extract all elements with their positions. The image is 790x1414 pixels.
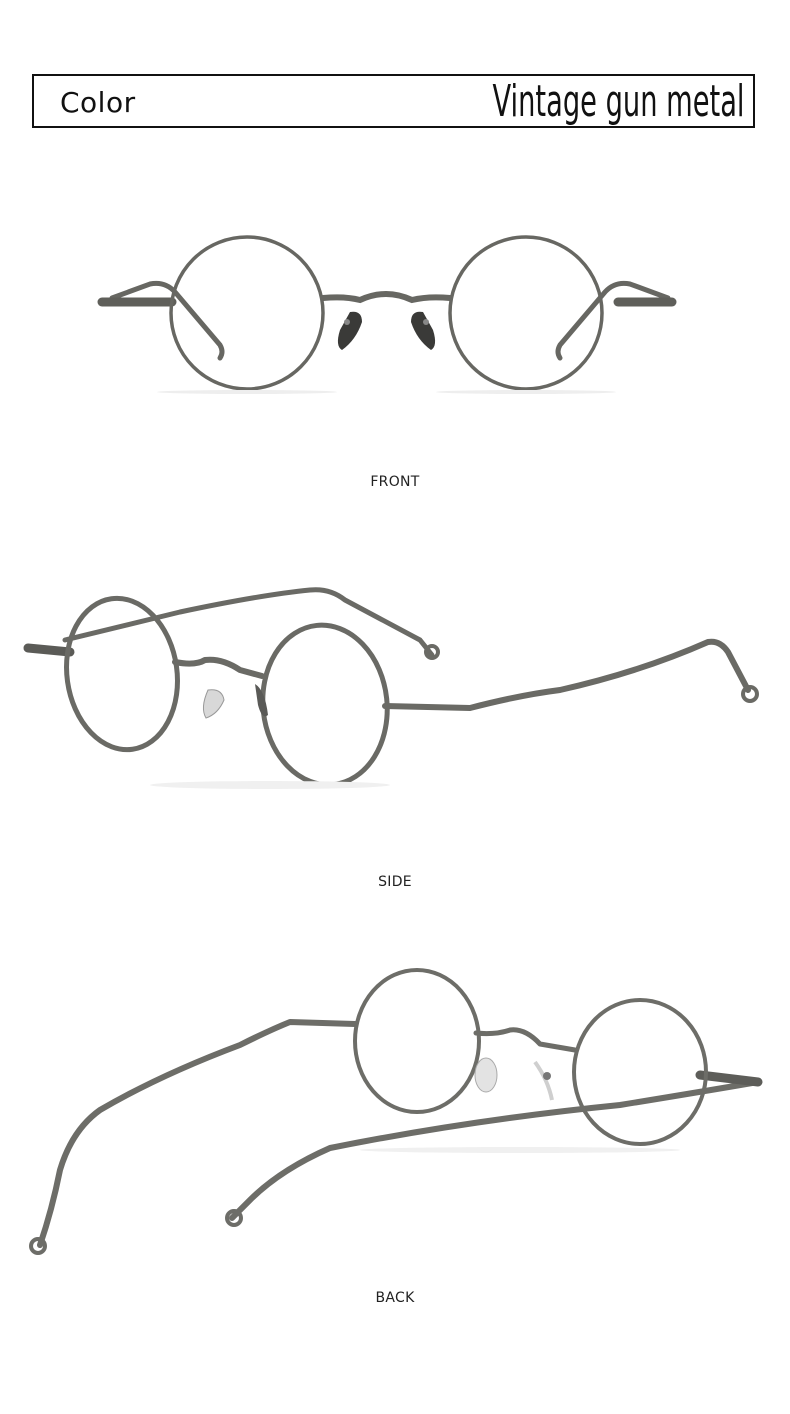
- glasses-side-view: [0, 580, 790, 810]
- glasses-front-view: [0, 220, 790, 420]
- glasses-back-view: [0, 960, 790, 1260]
- glasses-front-image: [97, 235, 677, 394]
- caption-back: BACK: [375, 1290, 415, 1306]
- color-header: Color Vintage gun metal: [32, 74, 755, 128]
- color-value: Vintage gun metal: [492, 76, 745, 127]
- caption-side: SIDE: [378, 874, 412, 890]
- color-label: Color: [60, 86, 136, 119]
- glasses-back-image: [29, 968, 763, 1255]
- caption-front: FRONT: [370, 474, 420, 490]
- glasses-side-image: [23, 587, 759, 789]
